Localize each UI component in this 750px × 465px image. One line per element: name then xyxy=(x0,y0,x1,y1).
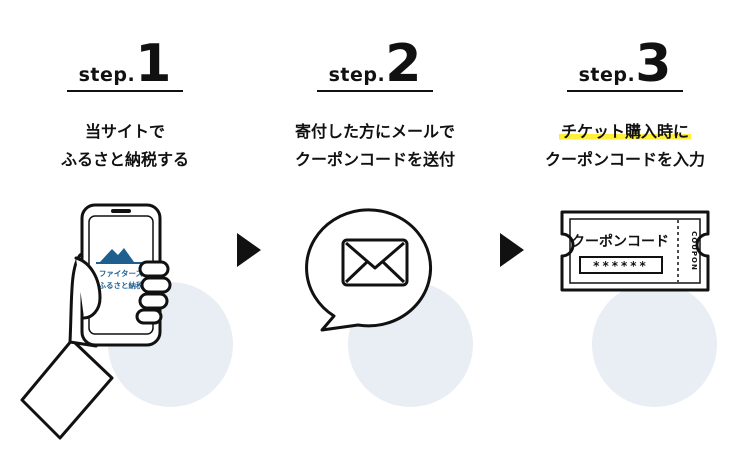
coupon-ticket-icon: クーポンコード ****** COUPON xyxy=(560,210,710,292)
hand-holding-phone-icon: ファイターズ ふるさと納税 xyxy=(20,203,172,440)
caption-line: クーポンコードを入力 xyxy=(544,150,705,169)
step-heading: step.1 xyxy=(0,38,250,90)
step-caption: 寄付した方にメールで クーポンコードを送付 xyxy=(250,118,500,174)
step-1: step.1 当サイトで ふるさと納税する ファイターズ ふるさと納税 xyxy=(0,0,250,465)
step-heading: step.3 xyxy=(500,38,750,90)
caption-line: クーポンコードを送付 xyxy=(294,150,455,169)
step-label: step. xyxy=(328,64,386,86)
coupon-title: クーポンコード xyxy=(571,233,669,250)
step-2: step.2 寄付した方にメールで クーポンコードを送付 xyxy=(250,0,500,465)
step-label: step. xyxy=(578,64,636,86)
arrow-right-icon xyxy=(237,233,261,267)
mail-speech-bubble-icon xyxy=(305,208,433,332)
step-3: step.3 チケット購入時に クーポンコードを入力 クーポンコード *****… xyxy=(500,0,750,465)
step-label: step. xyxy=(78,64,136,86)
coupon-side-label: COUPON xyxy=(690,231,698,271)
step-underline xyxy=(67,90,183,92)
caption-line-wrap: チケット購入時に xyxy=(500,118,750,146)
step-caption: 当サイトで ふるさと納税する xyxy=(0,118,250,174)
step-number: 2 xyxy=(385,34,422,94)
coupon-code: ****** xyxy=(593,259,649,273)
caption-line-highlighted: チケット購入時に xyxy=(558,122,691,141)
caption-line: ふるさと納税する xyxy=(60,150,189,169)
arrow-right-icon xyxy=(500,233,524,267)
step-caption: チケット購入時に クーポンコードを入力 xyxy=(500,118,750,174)
step-underline xyxy=(567,90,683,92)
step-number: 3 xyxy=(635,34,672,94)
screen-subtitle: ふるさと納税 xyxy=(99,280,144,290)
background-blob xyxy=(592,282,717,407)
step-underline xyxy=(317,90,433,92)
screen-title: ファイターズ xyxy=(99,268,144,278)
caption-line: 当サイトで xyxy=(84,122,165,141)
step-heading: step.2 xyxy=(250,38,500,90)
step-number: 1 xyxy=(135,34,172,94)
caption-line: 寄付した方にメールで xyxy=(294,122,455,141)
